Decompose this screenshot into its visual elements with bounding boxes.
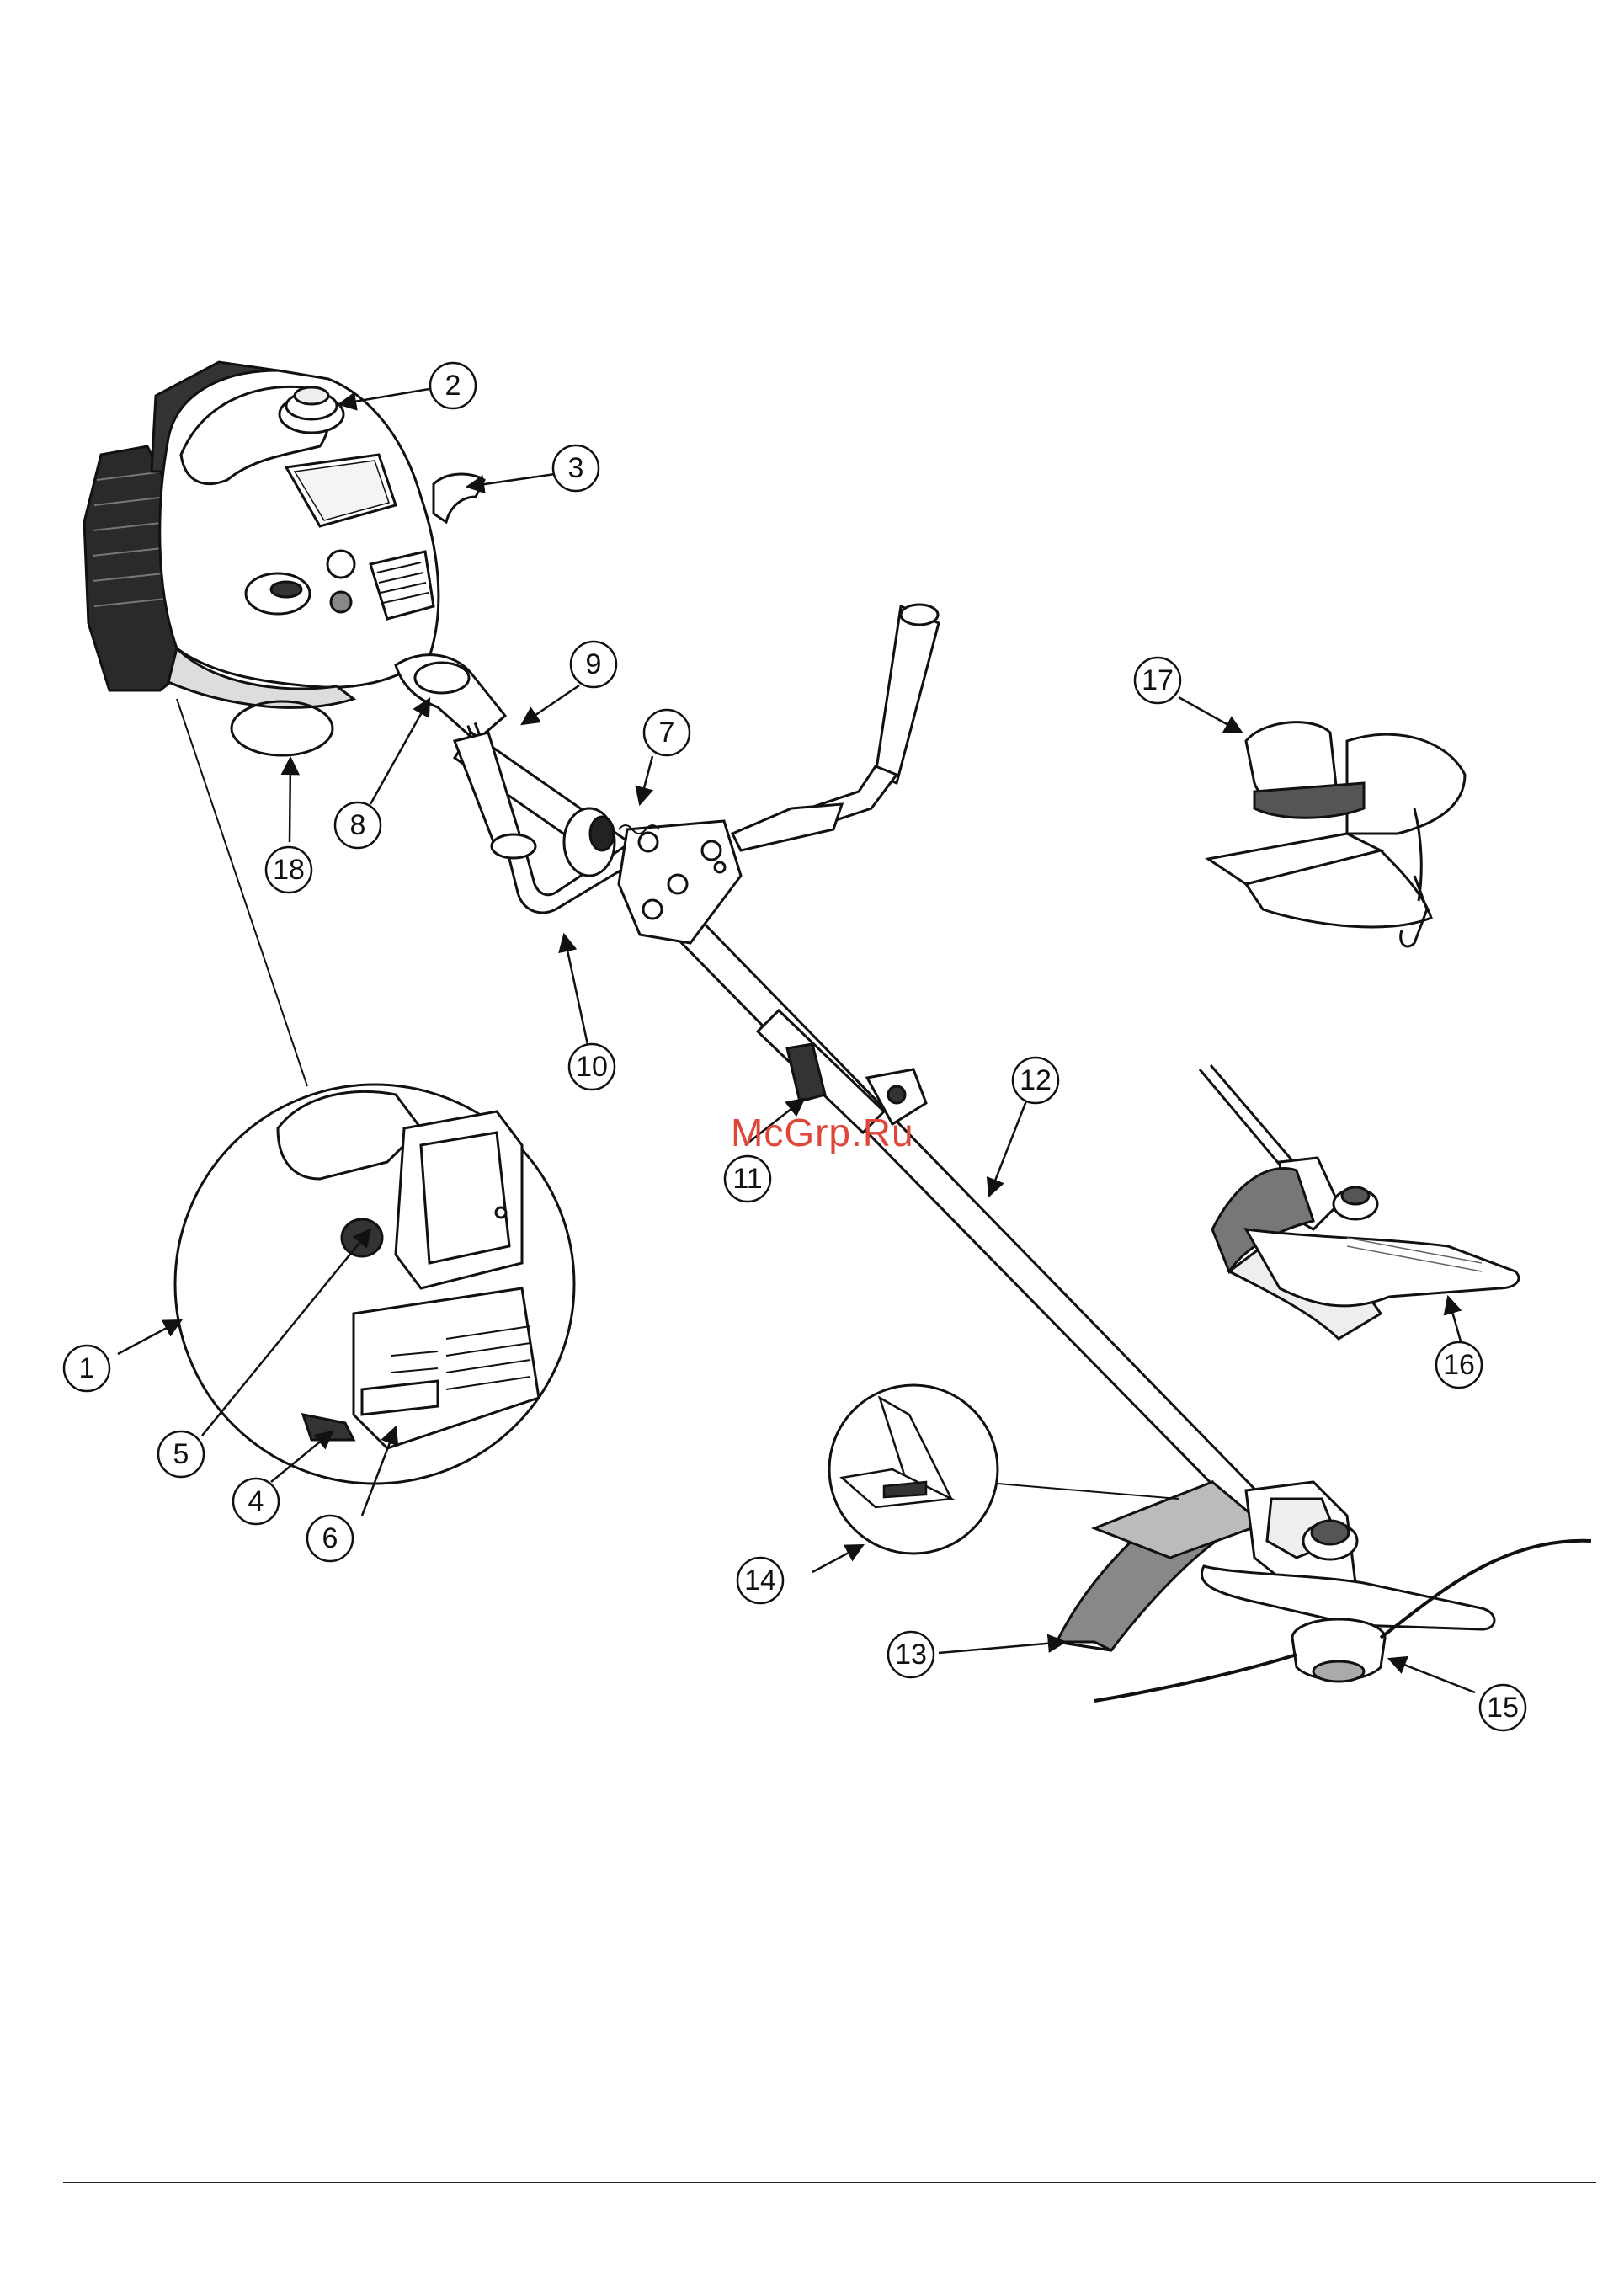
- callout-3: 3: [553, 445, 599, 491]
- callout-13: 13: [888, 1632, 934, 1677]
- callout-11: 11: [725, 1156, 770, 1202]
- callout-6: 6: [307, 1516, 353, 1561]
- callout-4: 4: [233, 1479, 279, 1524]
- callout-4-label: 4: [248, 1485, 264, 1517]
- callout-14: 14: [737, 1558, 783, 1603]
- footer-divider: [63, 2182, 1596, 2183]
- watermark-text: McGrp.Ru: [731, 1110, 914, 1155]
- callout-14-label: 14: [744, 1564, 776, 1596]
- callout-16-label: 16: [1443, 1349, 1475, 1381]
- callout-13-label: 13: [895, 1639, 927, 1671]
- shoulder-harness: [1208, 722, 1465, 946]
- callout-15: 15: [1480, 1685, 1525, 1730]
- callout-9: 9: [571, 642, 616, 687]
- callout-1-label: 1: [79, 1352, 95, 1384]
- callout-17: 17: [1135, 658, 1180, 703]
- callout-3-label: 3: [568, 452, 584, 484]
- blade-assembly: [1200, 1065, 1519, 1339]
- engine-powerhead: [84, 362, 509, 834]
- callout-18: 18: [266, 847, 311, 893]
- callout-8-label: 8: [350, 809, 366, 841]
- callout-7: 7: [644, 710, 690, 755]
- callout-12: 12: [1013, 1058, 1058, 1103]
- callout-11-label: 11: [732, 1163, 762, 1195]
- callout-18-label: 18: [273, 854, 305, 886]
- callout-5-label: 5: [173, 1438, 189, 1470]
- cutting-head-assembly: [1057, 1482, 1591, 1701]
- callout-8: 8: [335, 802, 381, 848]
- callout-2: 2: [430, 363, 476, 408]
- callout-7-label: 7: [659, 717, 675, 749]
- callout-10: 10: [569, 1044, 615, 1090]
- callout-15-label: 15: [1487, 1692, 1519, 1724]
- callout-5: 5: [158, 1431, 204, 1477]
- callout-9-label: 9: [586, 648, 602, 680]
- callout-16: 16: [1436, 1342, 1482, 1388]
- callout-6-label: 6: [322, 1522, 338, 1554]
- callout-17-label: 17: [1142, 664, 1174, 696]
- callout-12-label: 12: [1020, 1064, 1052, 1096]
- callout-10-label: 10: [576, 1051, 608, 1083]
- callout-1: 1: [64, 1346, 109, 1391]
- callout-2-label: 2: [445, 370, 461, 402]
